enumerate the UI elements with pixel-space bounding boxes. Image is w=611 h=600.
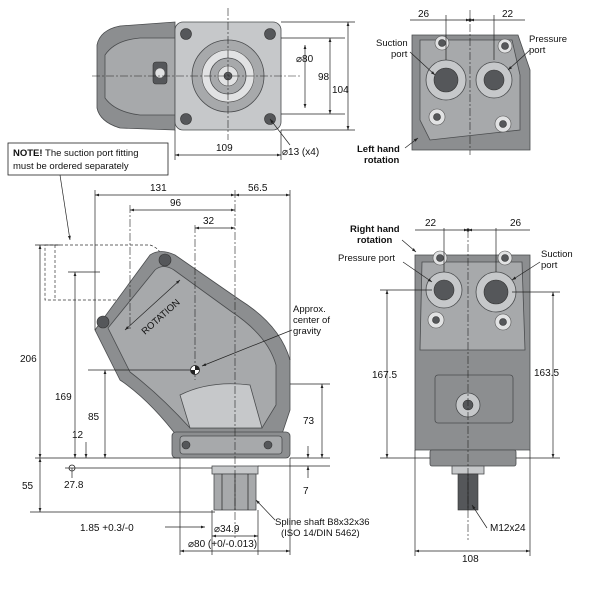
right-dim-22: 22 (425, 218, 437, 229)
dim-55: 55 (22, 481, 34, 492)
cog-label-3: gravity (293, 326, 321, 337)
dim-34-9: ⌀34.9 (214, 524, 240, 535)
right-rotation-title-2: rotation (357, 235, 393, 246)
left-pressure-label: Pressure (529, 34, 567, 45)
top-view: ⌀80 98 104 109 ⌀13 (x4) (92, 8, 355, 160)
dim-131: 131 (150, 183, 167, 194)
dim-85: 85 (88, 412, 100, 423)
left-suction-label-2: port (391, 49, 408, 60)
note-box: NOTE! The suction port fitting must be o… (7, 142, 169, 241)
right-pressure-label: Pressure port (338, 253, 395, 264)
top-dim-80: ⌀80 (296, 54, 314, 65)
top-dim-104: 104 (332, 85, 349, 96)
right-rotation-view: 22 26 Right hand rotation Pressure port … (338, 218, 573, 565)
spline-label-2: (ISO 14/DIN 5462) (281, 528, 360, 539)
dim-32: 32 (203, 216, 215, 227)
right-dim-163-5: 163.5 (534, 368, 559, 379)
top-dim-98: 98 (318, 72, 330, 83)
left-suction-label: Suction (376, 38, 408, 49)
right-dim-167-5: 167.5 (372, 370, 397, 381)
left-rotation-view: 26 22 Suction port Pressure port Left ha… (357, 9, 567, 166)
dim-tolerance: 1.85 +0.3/-0 (80, 523, 134, 534)
dim-7: 7 (303, 486, 309, 497)
side-view: ROTATION Approx. center of gravity 131 5… (20, 183, 370, 555)
dim-169: 169 (55, 392, 72, 403)
note-line2: must be ordered separately (13, 161, 129, 172)
left-rotation-title-2: rotation (364, 155, 400, 166)
dim-73: 73 (303, 416, 315, 427)
right-suction-label: Suction (541, 249, 573, 260)
cog-label: Approx. (293, 304, 326, 315)
dim-206: 206 (20, 354, 37, 365)
spline-label: Spline shaft B8x32x36 (275, 517, 370, 528)
dim-27-8: 27.8 (64, 480, 84, 491)
left-pressure-label-2: port (529, 45, 546, 56)
dim-96: 96 (170, 198, 182, 209)
left-dim-26: 26 (418, 9, 430, 20)
dim-56-5: 56.5 (248, 183, 268, 194)
right-dim-26: 26 (510, 218, 522, 229)
right-rotation-title: Right hand (350, 224, 400, 235)
note-line1: The suction port fitting (43, 148, 139, 159)
right-dim-108: 108 (462, 554, 479, 565)
left-dim-22: 22 (502, 9, 514, 20)
cog-label-2: center of (293, 315, 330, 326)
dim-12: 12 (72, 430, 84, 441)
top-dim-109: 109 (216, 143, 233, 154)
note-bold: NOTE! (13, 148, 43, 159)
left-rotation-title: Left hand (357, 144, 400, 155)
top-dim-13: ⌀13 (x4) (282, 147, 319, 158)
right-dim-m12: M12x24 (490, 523, 526, 534)
dim-80-tol: ⌀80 (+0/-0.013) (188, 539, 257, 550)
right-suction-label-2: port (541, 260, 558, 271)
svg-text:NOTE! The suction port fitting: NOTE! The suction port fitting (13, 148, 139, 159)
